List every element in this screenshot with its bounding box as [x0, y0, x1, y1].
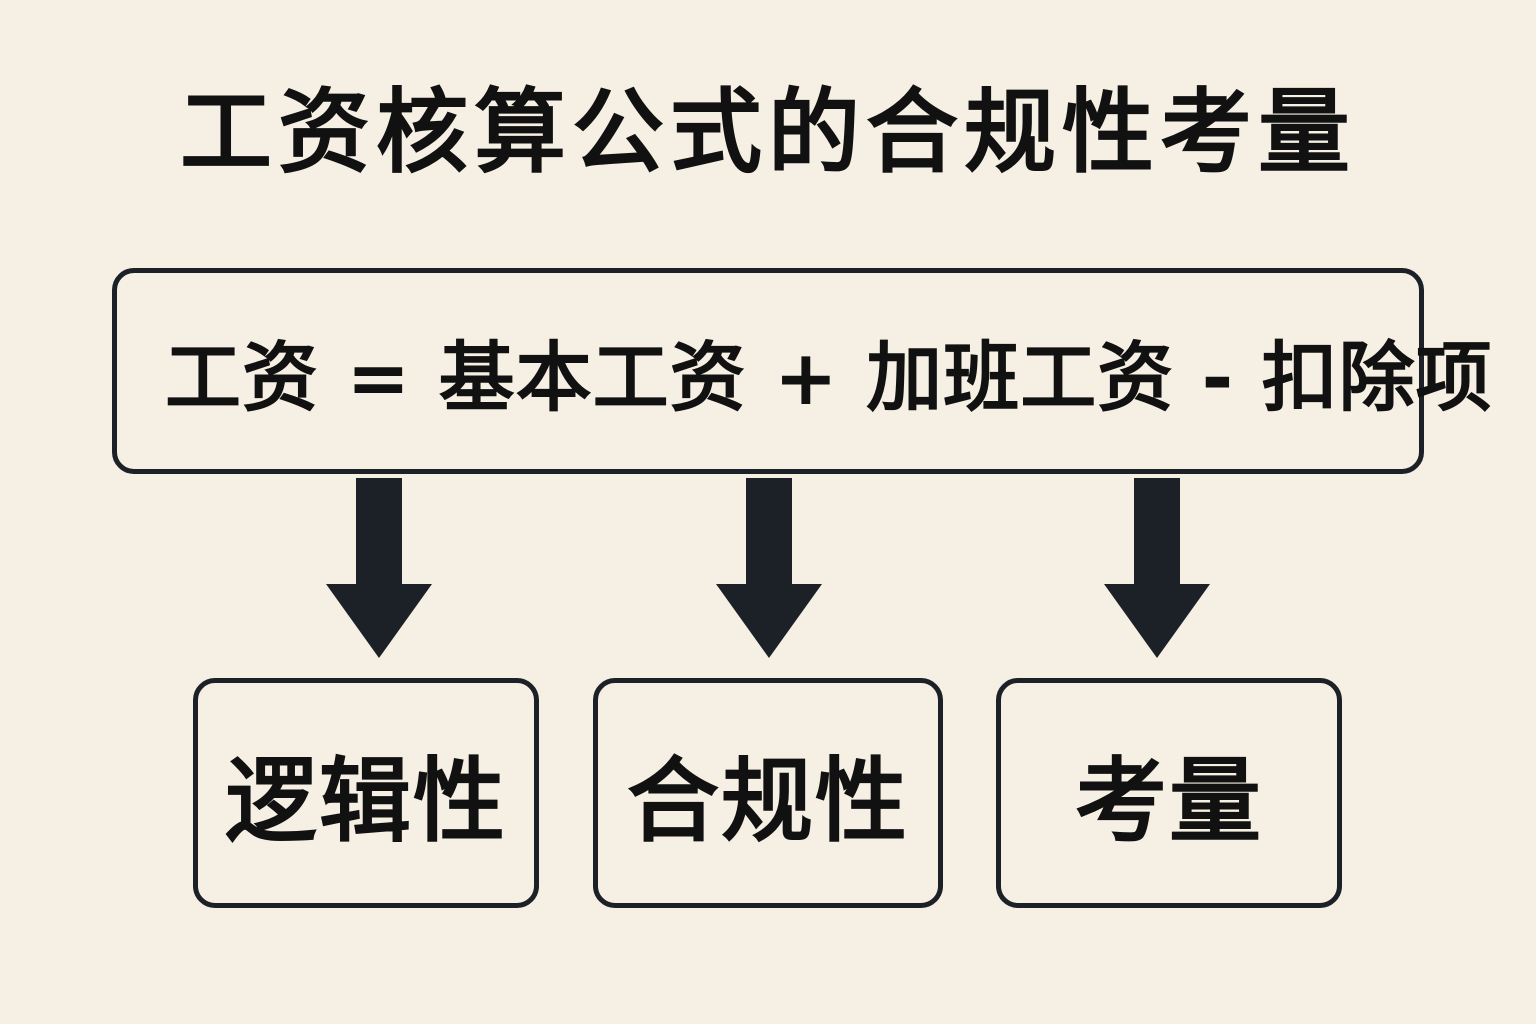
arrow-to-logic — [326, 478, 432, 658]
node-logic: 逻辑性 — [193, 678, 539, 908]
node-label: 考量 — [1074, 747, 1263, 855]
node-label: 合规性 — [626, 747, 909, 855]
formula-text: 工资 = 基本工资 + 加班工资 - 扣除项 — [165, 333, 1493, 422]
diagram-title: 工资核算公式的合规性考量 — [179, 79, 1356, 186]
formula-box: 工资 = 基本工资 + 加班工资 - 扣除项 — [112, 268, 1492, 474]
node-consideration: 考量 — [996, 678, 1342, 908]
node-compliance: 合规性 — [593, 678, 943, 908]
arrow-to-compliance — [716, 478, 822, 658]
node-label: 逻辑性 — [224, 747, 507, 855]
arrow-to-consideration — [1104, 478, 1210, 658]
